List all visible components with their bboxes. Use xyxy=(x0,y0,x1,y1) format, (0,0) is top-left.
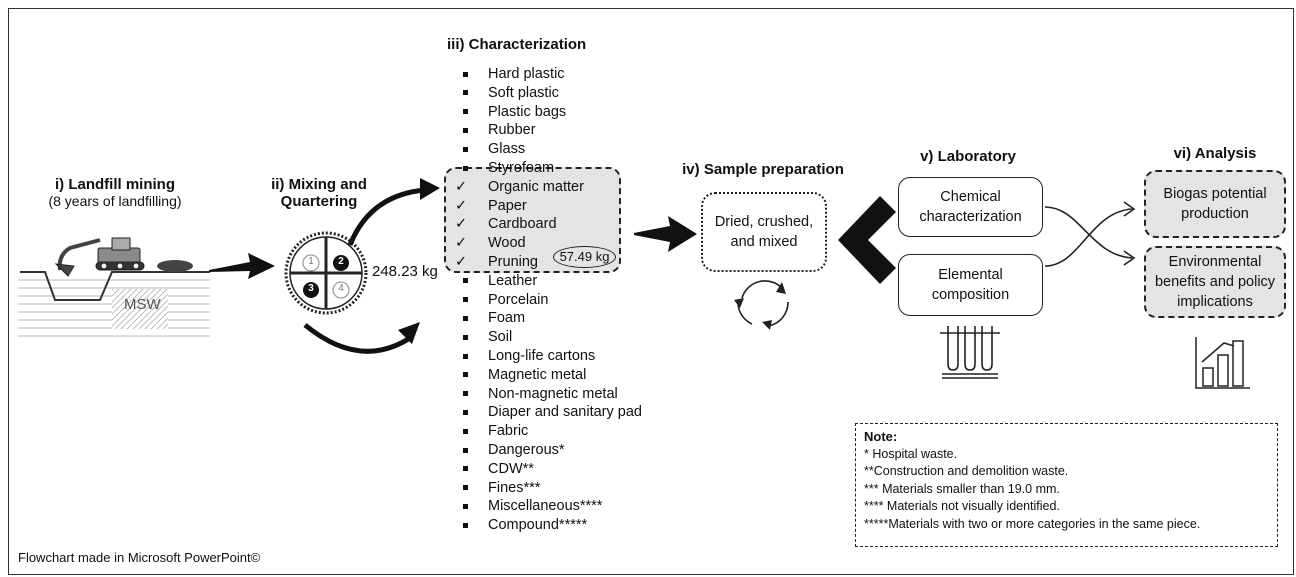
bullet-icon xyxy=(463,447,468,453)
list-item: Foam xyxy=(455,309,642,328)
curved-arrow-down xyxy=(303,323,412,354)
footer-credit: Flowchart made in Microsoft PowerPoint© xyxy=(18,550,261,565)
sample-prep-title: iv) Sample preparation xyxy=(682,161,844,178)
list-item: Hard plastic xyxy=(455,65,642,84)
bar-chart-icon xyxy=(1195,337,1250,389)
list-item: Magnetic metal xyxy=(455,366,642,385)
note-line: *** Materials smaller than 19.0 mm. xyxy=(864,481,1060,496)
list-item: Fines*** xyxy=(455,479,642,498)
bullet-icon xyxy=(463,316,468,322)
quadrant-4-label: 4 xyxy=(338,283,344,294)
list-item: Leather xyxy=(455,272,642,291)
list-item-organic: ✓Pruning xyxy=(455,253,538,270)
figure-frame xyxy=(8,8,1294,575)
elemental-composition-box: Elemental composition xyxy=(898,254,1043,316)
stage-landfill: i) Landfill mining (8 years of landfilli… xyxy=(40,176,190,209)
note-line: **** Materials not visually identified. xyxy=(864,499,1060,514)
organic-mass-badge: 57.49 kg xyxy=(553,246,616,268)
arrow-landfill-to-mixing xyxy=(209,253,275,279)
bullet-icon xyxy=(463,334,468,340)
list-item: Styrofoam xyxy=(455,159,642,178)
analysis-title: vi) Analysis xyxy=(1173,145,1257,162)
quadrant-1-label: 1 xyxy=(308,256,314,267)
list-item: Diaper and sanitary pad xyxy=(455,403,642,422)
bullet-icon xyxy=(463,297,468,303)
checkmark-icon: ✓ xyxy=(455,216,468,233)
list-item-organic: ✓Paper xyxy=(455,197,527,214)
list-item: Glass xyxy=(455,140,642,159)
bullet-icon xyxy=(463,391,468,397)
landfill-ground xyxy=(18,260,210,342)
list-item: CDW** xyxy=(455,460,642,479)
waste-pile xyxy=(157,260,193,272)
quadrant-2-label: 2 xyxy=(338,256,344,267)
list-item: Soil xyxy=(455,328,642,347)
bullet-icon xyxy=(463,522,468,528)
bullet-icon xyxy=(463,90,468,96)
bullet-icon xyxy=(463,428,468,434)
list-item-organic: ✓Organic matter xyxy=(455,178,584,195)
laboratory-title: v) Laboratory xyxy=(920,148,1016,165)
bullet-icon xyxy=(463,165,468,171)
list-item-organic: ✓Cardboard xyxy=(455,216,557,233)
list-item-organic: ✓Wood xyxy=(455,235,526,252)
mixing-title-line2: Quartering xyxy=(280,193,358,210)
list-item: Plastic bags xyxy=(455,103,642,122)
crossing-arrows xyxy=(1044,201,1136,267)
bullet-icon xyxy=(463,372,468,378)
list-item: Long-life cartons xyxy=(455,347,642,366)
mixing-mass: 248.23 kg xyxy=(372,263,438,280)
bullet-icon xyxy=(463,353,468,359)
list-item: Non-magnetic metal xyxy=(455,385,642,404)
checkmark-icon: ✓ xyxy=(455,178,468,195)
quartering-circle xyxy=(284,231,368,315)
curved-arrow-up xyxy=(347,187,426,246)
note-line: * Hospital waste. xyxy=(864,446,958,461)
note-box: Note: * Hospital waste. **Construction a… xyxy=(855,423,1278,547)
note-line: *****Materials with two or more categori… xyxy=(864,516,1201,531)
characterization-title: iii) Characterization xyxy=(447,36,587,53)
biogas-potential-box: Biogas potential production xyxy=(1144,170,1286,238)
arrow-char-to-prep xyxy=(634,216,697,252)
landfill-subtitle: (8 years of landfilling) xyxy=(48,193,182,209)
list-item: Soft plastic xyxy=(455,84,642,103)
stage-mixing: ii) Mixing and Quartering xyxy=(254,176,384,210)
list-item: Porcelain xyxy=(455,291,642,310)
characterization-list: Hard plastic Soft plastic Plastic bags R… xyxy=(455,65,642,535)
environmental-benefits-box: Environmental benefits and policy implic… xyxy=(1144,246,1286,318)
bullet-icon xyxy=(463,485,468,491)
quadrant-3-label: 3 xyxy=(308,283,314,294)
checkmark-icon: ✓ xyxy=(455,253,468,270)
note-line: **Construction and demolition waste. xyxy=(864,464,1069,479)
list-item: Rubber xyxy=(455,121,642,140)
bullet-icon xyxy=(463,278,468,284)
test-tubes-icon xyxy=(940,326,1000,379)
landfill-title: i) Landfill mining xyxy=(55,176,175,193)
bullet-icon xyxy=(463,410,468,416)
sample-prep-box: Dried, crushed, and mixed xyxy=(701,192,827,272)
msw-label: MSW xyxy=(124,296,161,313)
list-item: Dangerous* xyxy=(455,441,642,460)
list-item: Compound***** xyxy=(455,516,642,535)
list-item: Miscellaneous**** xyxy=(455,497,642,516)
list-item: Fabric xyxy=(455,422,642,441)
note-title: Note: xyxy=(864,429,898,444)
bullet-icon xyxy=(463,146,468,152)
excavator-icon xyxy=(54,237,145,277)
bullet-icon xyxy=(463,128,468,134)
bracket-arrow xyxy=(838,196,896,284)
bullet-icon xyxy=(463,466,468,472)
checkmark-icon: ✓ xyxy=(455,235,468,252)
mixing-title-line1: ii) Mixing and xyxy=(271,176,367,193)
bullet-icon xyxy=(463,109,468,115)
bullet-icon xyxy=(463,71,468,77)
checkmark-icon: ✓ xyxy=(455,197,468,214)
bullet-icon xyxy=(463,504,468,509)
recycle-icon xyxy=(734,280,789,330)
chemical-characterization-box: Chemical characterization xyxy=(898,177,1043,237)
